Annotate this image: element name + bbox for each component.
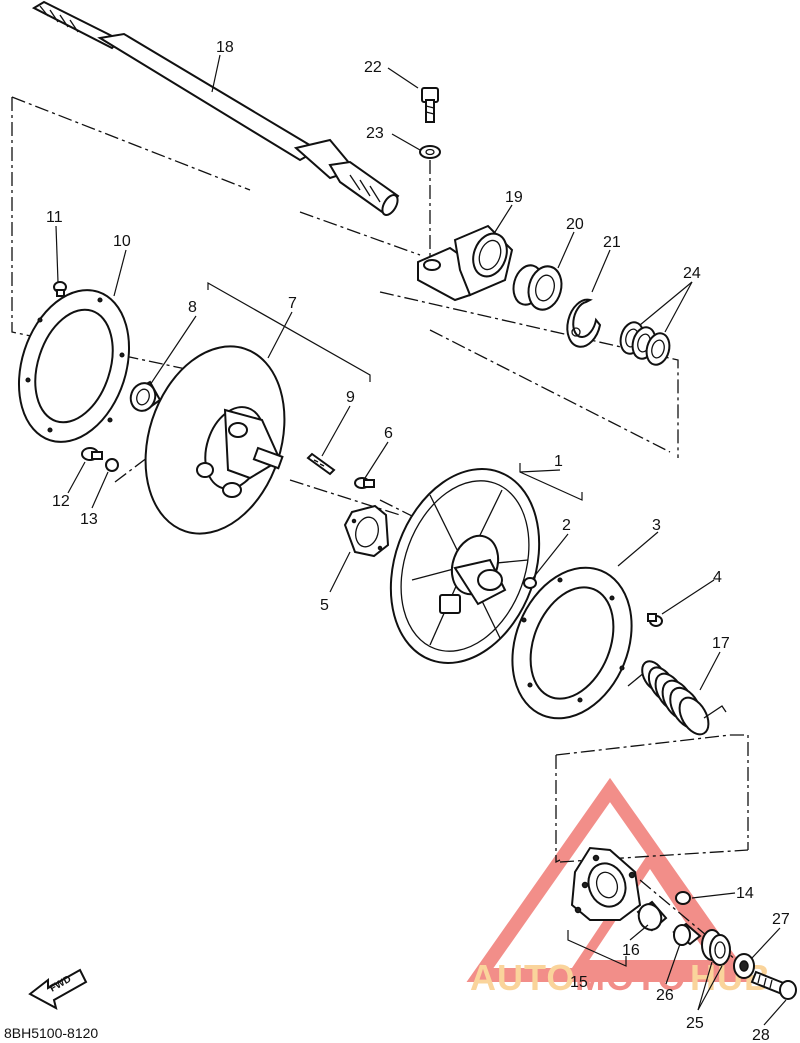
disc-plate-3-part bbox=[511, 566, 633, 720]
callout-1: 1 bbox=[554, 453, 563, 470]
circlip-part bbox=[566, 298, 602, 348]
washers-24-part bbox=[619, 321, 671, 366]
callout-19: 19 bbox=[505, 189, 523, 206]
callout-22: 22 bbox=[364, 59, 382, 76]
callout-24: 24 bbox=[683, 265, 701, 282]
callout-3: 3 bbox=[652, 517, 661, 534]
callout-4: 4 bbox=[713, 569, 722, 586]
callout-6: 6 bbox=[384, 425, 393, 442]
assembly-dash-lines bbox=[11, 96, 761, 981]
callout-10: 10 bbox=[113, 233, 131, 250]
callout-11: 11 bbox=[46, 209, 63, 226]
callout-25: 25 bbox=[686, 1015, 704, 1032]
roller-26-part bbox=[672, 922, 702, 946]
callout-5: 5 bbox=[320, 597, 329, 614]
callout-16: 16 bbox=[622, 942, 640, 959]
bolt-11-part bbox=[53, 281, 67, 297]
callout-15: 15 bbox=[570, 974, 588, 991]
bushing-16-part bbox=[636, 900, 668, 932]
callout-20: 20 bbox=[566, 216, 584, 233]
bolt-12-part bbox=[81, 447, 103, 461]
watermark-auto: AUTO bbox=[470, 957, 575, 998]
bolt-28-part bbox=[750, 970, 797, 1000]
callout-17: 17 bbox=[712, 635, 730, 652]
bearing-part bbox=[512, 264, 563, 311]
callout-27: 27 bbox=[772, 911, 790, 928]
callout-8: 8 bbox=[188, 299, 197, 316]
callout-numbers: 18 22 23 19 20 21 24 11 10 8 7 9 6 12 13… bbox=[46, 39, 790, 1043]
diagram-code: 8BH5100-8120 bbox=[4, 1025, 98, 1041]
bearing-housing-part bbox=[417, 224, 514, 302]
washers-25-part bbox=[701, 929, 731, 966]
washer-23-part bbox=[419, 145, 441, 159]
sheave-1-part bbox=[389, 468, 541, 664]
nut-14-part bbox=[675, 891, 691, 905]
cam-15-part bbox=[570, 846, 642, 921]
shaft-part bbox=[31, 0, 400, 216]
watermark-moto: MOTO bbox=[575, 957, 686, 998]
disc-plate-10-part bbox=[17, 289, 131, 443]
washer-13-part bbox=[105, 458, 119, 472]
group-brackets bbox=[207, 281, 627, 967]
sheave-7-part bbox=[144, 345, 286, 535]
callout-18: 18 bbox=[216, 39, 234, 56]
bushing-8-part bbox=[129, 380, 162, 412]
washer-27-part bbox=[733, 953, 755, 979]
callout-13: 13 bbox=[80, 511, 98, 528]
callout-12: 12 bbox=[52, 493, 70, 510]
callout-28: 28 bbox=[752, 1027, 770, 1043]
fwd-arrow: FWD bbox=[28, 968, 88, 1010]
callout-9: 9 bbox=[346, 389, 355, 406]
callout-14: 14 bbox=[736, 885, 754, 902]
callout-2: 2 bbox=[562, 517, 571, 534]
bolt-22-part bbox=[421, 87, 439, 123]
callout-7: 7 bbox=[288, 295, 297, 312]
leader-lines bbox=[55, 54, 787, 1026]
gasket-5-part bbox=[343, 504, 390, 558]
spring-17-part bbox=[627, 660, 727, 736]
bolt-4-part bbox=[647, 613, 663, 627]
callout-21: 21 bbox=[603, 234, 621, 251]
bolt-6-part bbox=[354, 477, 375, 489]
callout-26: 26 bbox=[656, 987, 674, 1004]
pin-9-part bbox=[306, 452, 336, 476]
callout-23: 23 bbox=[366, 125, 384, 142]
